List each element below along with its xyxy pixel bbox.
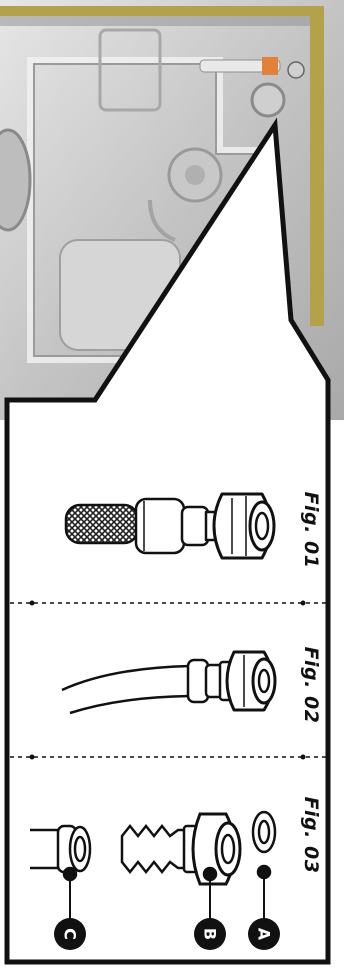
callout-a: A (248, 918, 280, 950)
svg-text:C: C (61, 928, 80, 940)
water-inlet-valve (262, 57, 278, 75)
svg-text:B: B (201, 928, 220, 940)
frame-right-edge (310, 6, 324, 326)
figure-label-01: Fig. 01 (298, 465, 324, 595)
frame-top-edge (0, 6, 320, 16)
figure-label-02: Fig. 02 (298, 620, 324, 750)
svg-text:A: A (255, 928, 274, 941)
figure-label-03: Fig. 03 (298, 770, 324, 900)
callout-c: C (54, 918, 86, 950)
callout-b: B (194, 918, 226, 950)
